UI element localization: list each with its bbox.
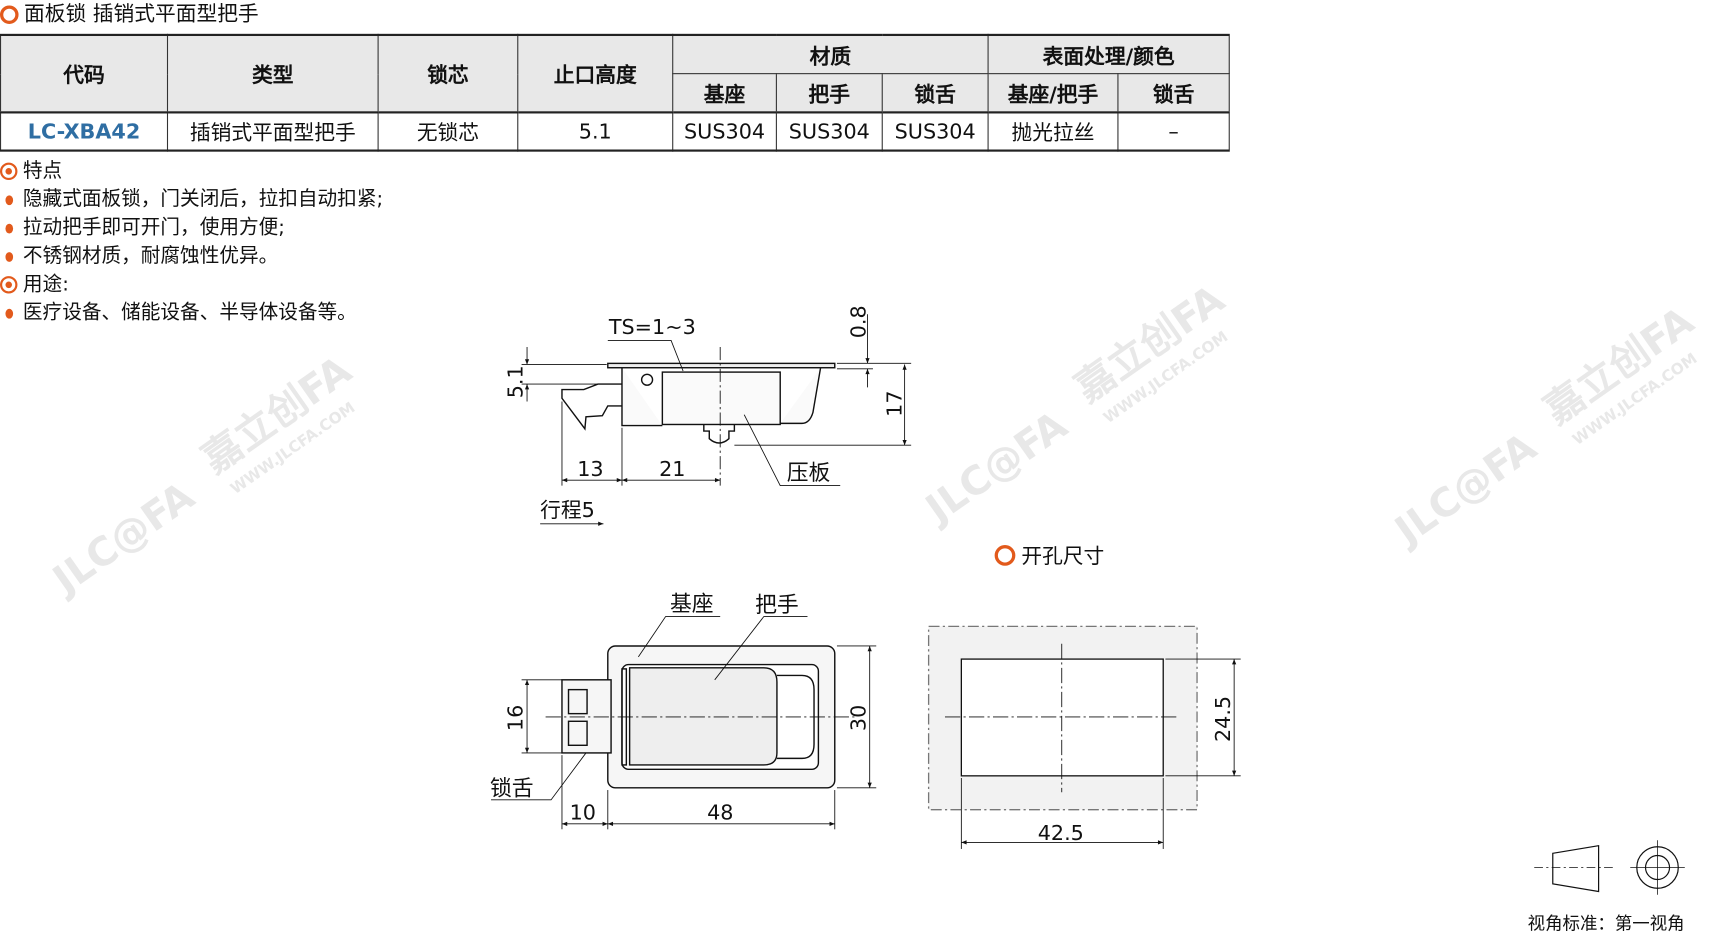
label-base: 基座 bbox=[670, 592, 714, 617]
bullet-icon bbox=[5, 251, 14, 262]
subheader-base-handle: 基座/把手 bbox=[987, 73, 1119, 113]
label-handle: 把手 bbox=[755, 593, 799, 618]
dim-10: 10 bbox=[570, 800, 596, 824]
subheader-base: 基座 bbox=[672, 73, 777, 113]
cell-height: 5.1 bbox=[517, 111, 674, 151]
feature-item: 不锈钢材质，耐腐蚀性优异。 bbox=[22, 244, 279, 268]
dim-24-5: 24.5 bbox=[1211, 696, 1235, 742]
watermark-logo: JLC@FA bbox=[916, 403, 1076, 534]
usage-heading: 用途: bbox=[22, 272, 69, 296]
bullet-icon bbox=[5, 308, 14, 319]
side-view bbox=[521, 314, 912, 526]
header-type: 类型 bbox=[166, 34, 379, 113]
dim-48: 48 bbox=[707, 800, 733, 824]
features-heading: 特点 bbox=[22, 159, 63, 183]
dim-21: 21 bbox=[659, 457, 685, 481]
label-stroke: 行程5 bbox=[540, 498, 595, 522]
cell-tongue-finish: – bbox=[1117, 111, 1230, 151]
bullet-circle-icon bbox=[0, 276, 18, 294]
dim-30: 30 bbox=[846, 705, 870, 731]
cell-finish: 抛光拉丝 bbox=[987, 111, 1119, 151]
watermark-logo: JLC@FA bbox=[1385, 425, 1545, 556]
sheet-title: 面板锁 插销式平面型把手 bbox=[0, 0, 259, 28]
feature-item: 隐藏式面板锁，门关闭后，拉扣自动扣紧; bbox=[22, 187, 384, 211]
spec-table: 代码 类型 锁芯 止口高度 材质 表面处理/颜色 基座 把手 锁舌 基座/把手 … bbox=[0, 33, 1230, 152]
dim-42-5: 42.5 bbox=[1038, 821, 1084, 845]
feature-item: 拉动把手即可开门，使用方便; bbox=[22, 216, 285, 239]
bullet-icon bbox=[5, 223, 14, 233]
label-plate: 压板 bbox=[787, 461, 831, 486]
cutout-title: 开孔尺寸 bbox=[1021, 544, 1104, 568]
cell-core: 无锁芯 bbox=[377, 111, 519, 151]
header-material: 材质 bbox=[672, 34, 989, 75]
cell-type: 插销式平面型把手 bbox=[166, 111, 379, 151]
dim-0-8: 0.8 bbox=[846, 305, 870, 338]
view-standard-label: 视角标准：第一视角 bbox=[1528, 915, 1685, 935]
dim-ts: TS=1~3 bbox=[608, 315, 696, 339]
header-core: 锁芯 bbox=[377, 34, 519, 113]
title-text: 面板锁 插销式平面型把手 bbox=[24, 2, 259, 27]
dim-16: 16 bbox=[504, 705, 528, 731]
front-view bbox=[491, 616, 877, 830]
subheader-handle: 把手 bbox=[775, 73, 883, 113]
first-angle-projection-icon bbox=[1534, 840, 1685, 895]
bullet-icon bbox=[5, 194, 14, 205]
circle-icon bbox=[994, 545, 1016, 566]
features-section: 特点 隐藏式面板锁，门关闭后，拉扣自动扣紧; 拉动把手即可开门，使用方便; 不锈… bbox=[0, 157, 383, 327]
usage-item: 医疗设备、储能设备、半导体设备等。 bbox=[22, 301, 357, 325]
subheader-tongue: 锁舌 bbox=[881, 73, 989, 113]
bullet-circle-icon bbox=[0, 162, 18, 181]
circle-icon bbox=[0, 5, 19, 25]
table-row: LC-XBA42 插销式平面型把手 无锁芯 5.1 SUS304 SUS304 … bbox=[0, 111, 1230, 151]
header-height: 止口高度 bbox=[517, 34, 674, 113]
cell-handle: SUS304 bbox=[775, 111, 883, 151]
header-finish: 表面处理/颜色 bbox=[987, 34, 1230, 75]
cell-base: SUS304 bbox=[672, 111, 777, 151]
dim-13: 13 bbox=[577, 457, 603, 481]
subheader-tongue-finish: 锁舌 bbox=[1117, 73, 1230, 113]
dim-5-1: 5.1 bbox=[504, 365, 528, 398]
label-tongue: 锁舌 bbox=[490, 776, 534, 801]
dim-17: 17 bbox=[882, 390, 906, 416]
cutout-view bbox=[927, 625, 1241, 849]
cell-tongue: SUS304 bbox=[881, 111, 989, 151]
watermark-logo: JLC@FA bbox=[43, 474, 203, 605]
header-code: 代码 bbox=[0, 34, 169, 113]
